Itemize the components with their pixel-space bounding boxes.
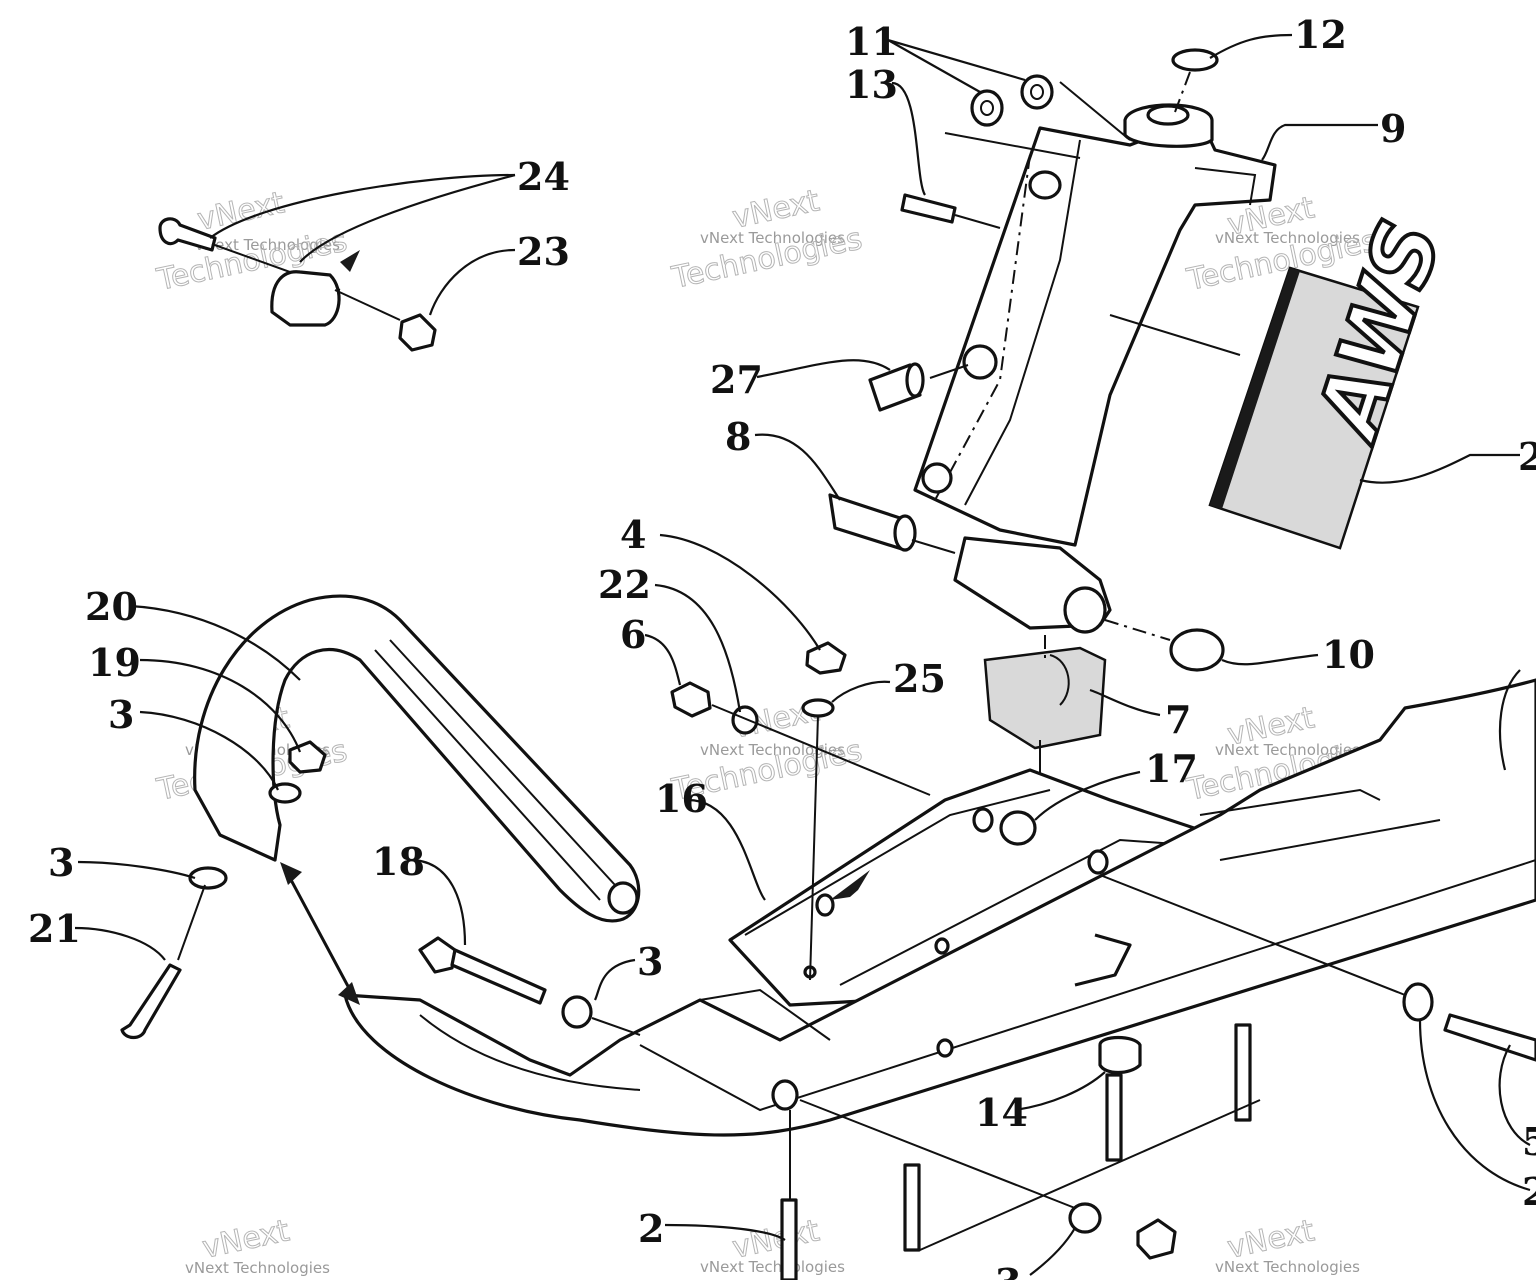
bolt-18 (418, 936, 641, 1036)
callout-edge-upper: 2 (1518, 434, 1536, 479)
callout-8: 8 (725, 414, 751, 459)
cap (1171, 48, 1219, 72)
watermark-bottomright: vNext vNext Technologies (1215, 1213, 1360, 1276)
callout-18: 18 (372, 839, 425, 884)
callout-labels: 11 12 13 9 24 23 27 8 4 22 6 25 10 7 20 … (28, 12, 1536, 1280)
bolt-right (1099, 874, 1536, 1062)
watermark-line: vNext Technologies (1215, 229, 1360, 247)
watermark-topcenter: vNext vNext Technologies Technologies (668, 183, 866, 297)
ski-loop (193, 594, 641, 923)
callout-9: 9 (1380, 106, 1406, 151)
callout-6: 6 (620, 612, 646, 657)
watermark-line: vNext Technologies (700, 229, 845, 247)
ski-body (343, 678, 1536, 1137)
arrow-pointer-icon (830, 870, 870, 900)
callout-25: 25 (893, 656, 946, 701)
callout-10: 10 (1322, 632, 1375, 677)
watermark-bottomcenter: vNext vNext Technologies (700, 1213, 845, 1276)
wear-bar-studs (780, 1023, 1261, 1280)
watermark-word1: vNext (194, 185, 287, 238)
callout-17: 17 (1145, 746, 1198, 791)
callout-23: 23 (517, 229, 570, 274)
watermark-line: vNext Technologies (1215, 741, 1360, 759)
bushing-27 (868, 362, 969, 412)
bolt-21 (120, 884, 206, 1040)
watermark-line: vNext Technologies (185, 1259, 330, 1277)
callout-22: 22 (598, 562, 651, 607)
double-arrow-icon (280, 862, 360, 1005)
callout-4: 4 (620, 512, 646, 557)
callout-3-lower: 3 (48, 840, 74, 885)
callout-27: 27 (710, 357, 763, 402)
callout-3-bolt: 3 (637, 939, 663, 984)
spindle-housing (913, 103, 1277, 634)
watermark-word1: vNext (729, 183, 822, 236)
callout-11: 11 (845, 19, 898, 64)
washer-17 (999, 810, 1037, 846)
bushings-11 (944, 74, 1131, 159)
watermark-line: vNext Technologies (700, 1258, 845, 1276)
stopper-block (983, 635, 1107, 785)
watermark-bottomleft: vNext vNext Technologies (185, 1213, 330, 1277)
callout-13: 13 (845, 62, 898, 107)
callout-14: 14 (975, 1090, 1028, 1135)
callout-3-bottom: 3 (995, 1260, 1021, 1280)
callout-edge-lower: 2 (1522, 1169, 1536, 1214)
callout-16: 16 (655, 776, 708, 821)
callout-19: 19 (88, 640, 141, 685)
watermark-word1: vNext (199, 1213, 292, 1266)
bushing-8 (828, 493, 956, 554)
watermark-line: vNext Technologies (195, 236, 340, 254)
callout-20: 20 (85, 584, 138, 629)
watermark-line: vNext Technologies (1215, 1258, 1360, 1276)
callout-12: 12 (1294, 12, 1347, 57)
callout-3-loop: 3 (108, 692, 134, 737)
grease-fitting (900, 193, 1001, 229)
callout-2-stud: 2 (638, 1206, 664, 1251)
callout-edge-mid: 5 (1522, 1119, 1536, 1164)
hardware-small (188, 641, 931, 981)
callout-7: 7 (1165, 697, 1191, 742)
bolt-24-assembly (158, 217, 437, 352)
callout-21: 21 (28, 906, 81, 951)
leader-lines (74, 33, 1531, 1276)
hardware-bottom (799, 1099, 1177, 1260)
callout-24: 24 (517, 154, 570, 199)
bushing-10 (1104, 619, 1225, 672)
